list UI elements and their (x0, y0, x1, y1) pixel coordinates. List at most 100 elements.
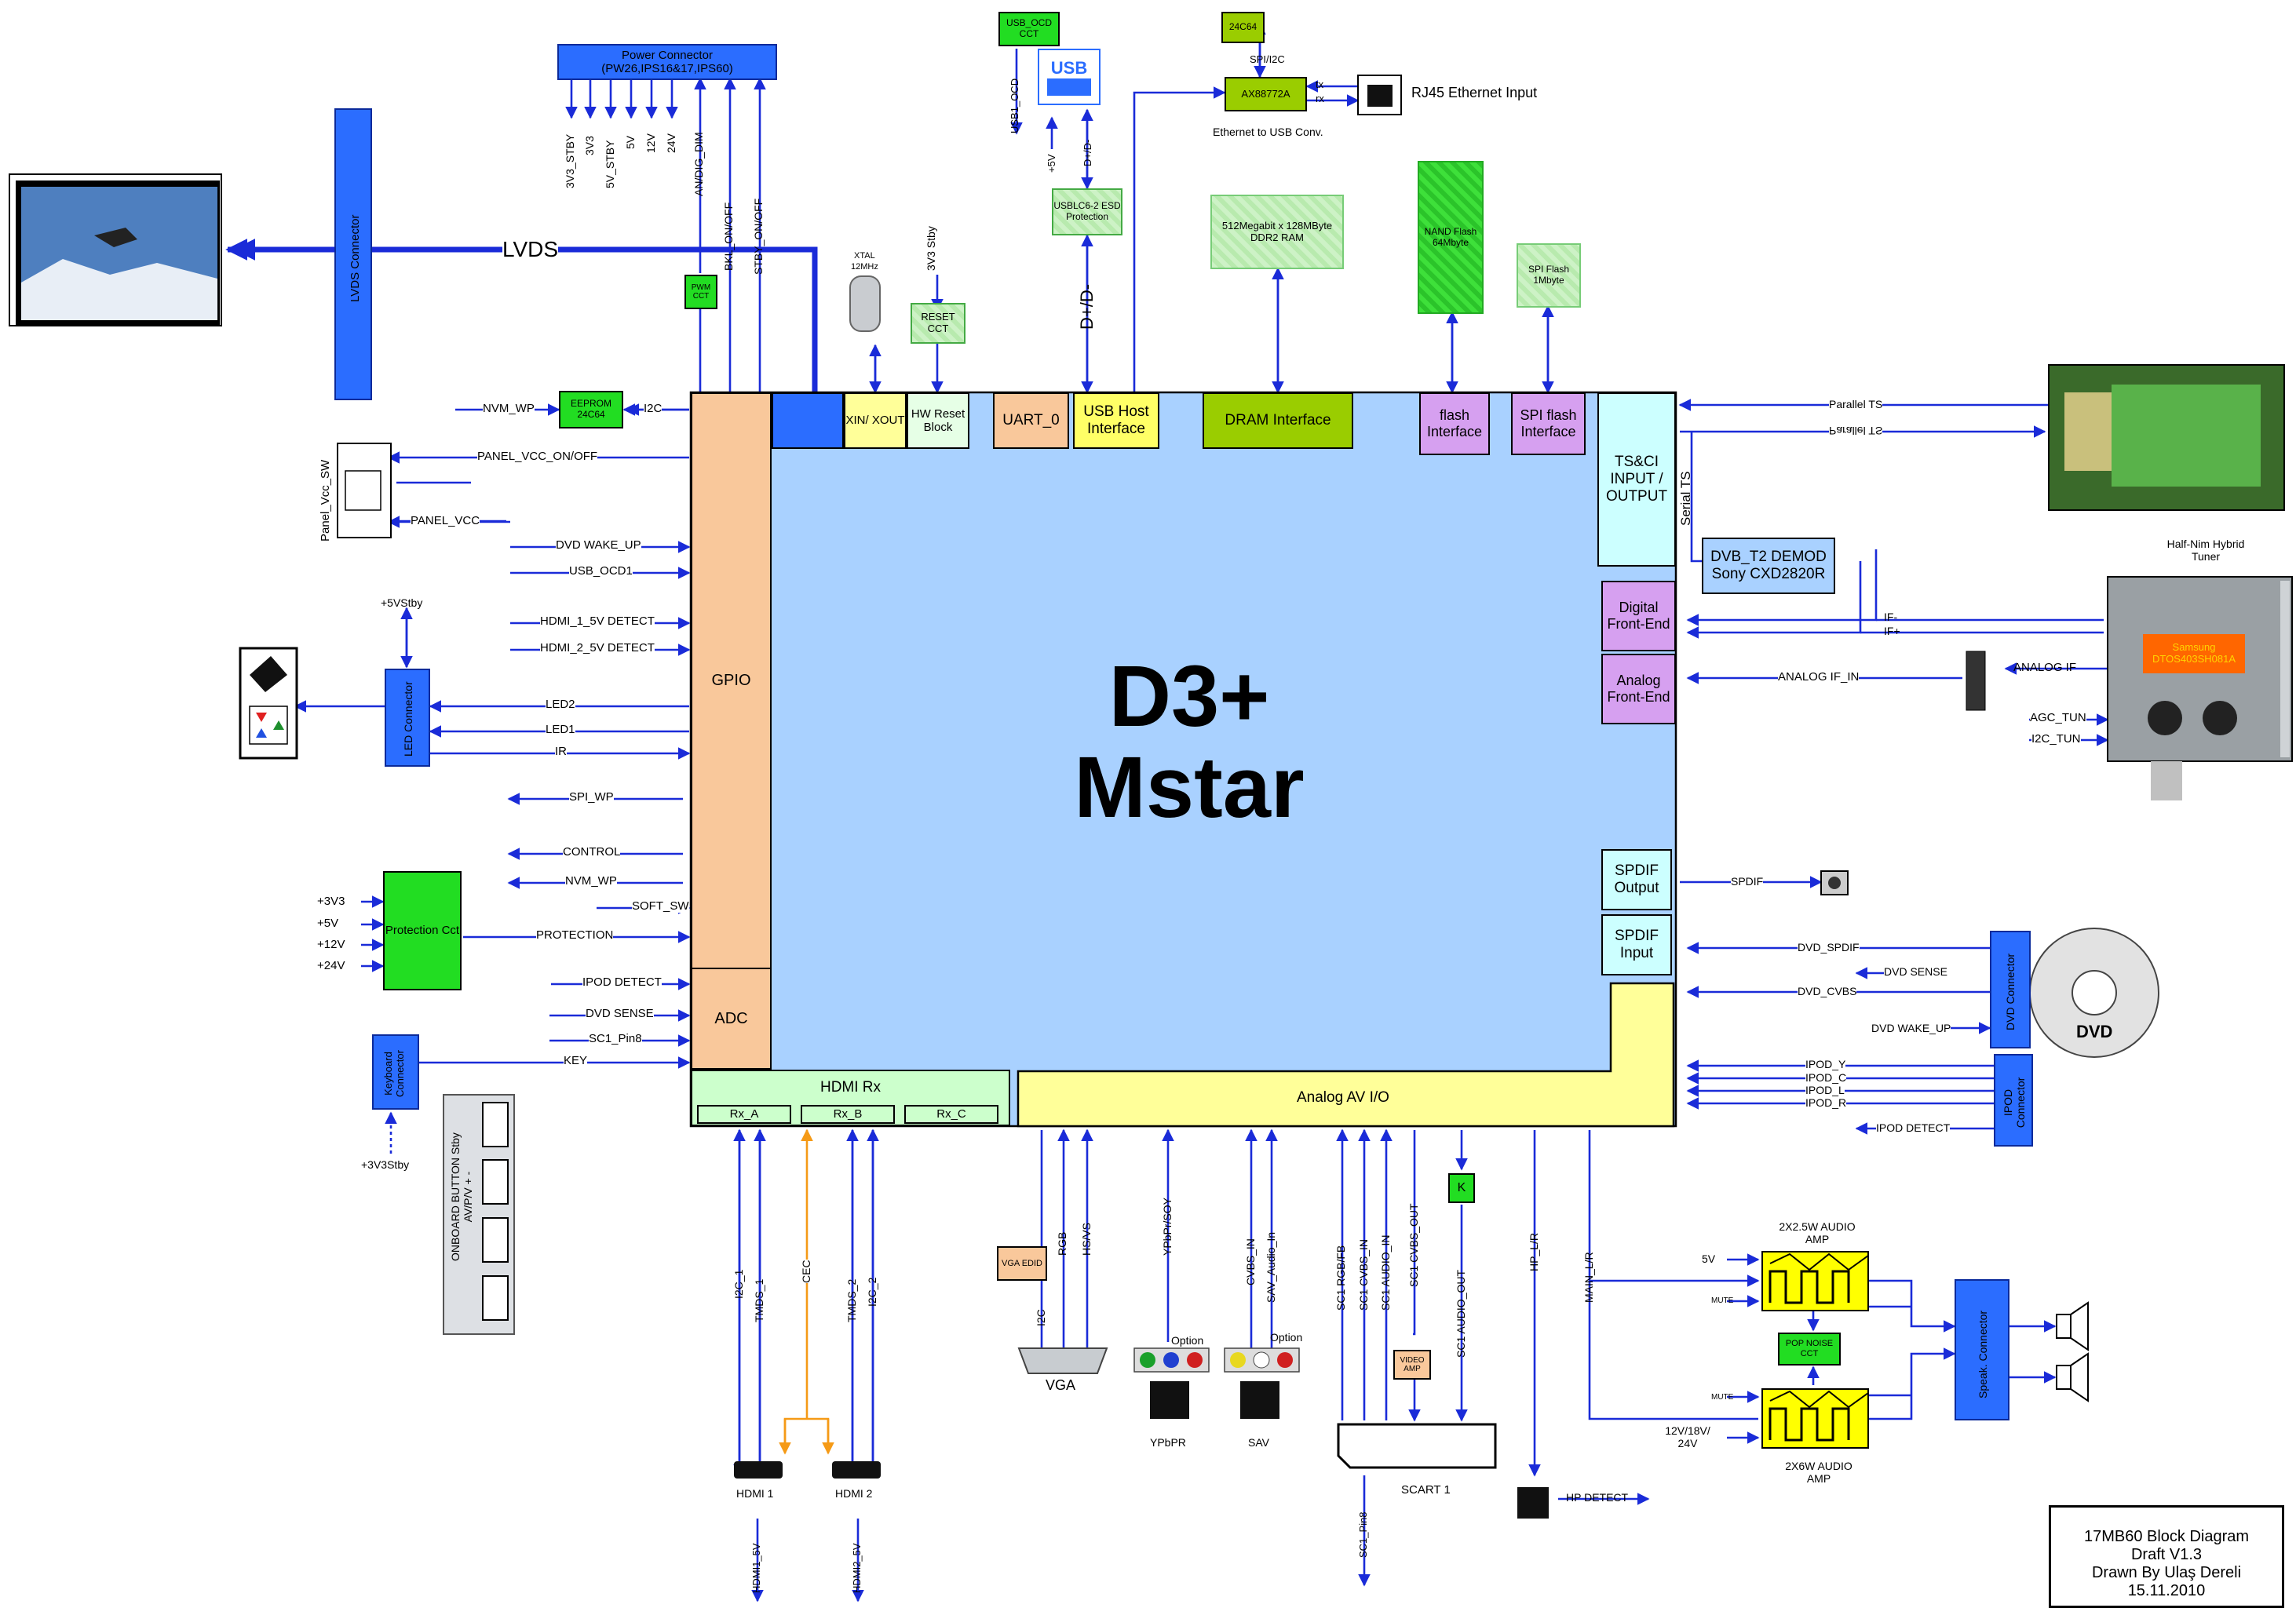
rx-c-block: Rx_C (904, 1105, 998, 1124)
dvd-cvbs-label: DVD_CVBS (1798, 985, 1857, 997)
ypbpr-soy-label: YPbPr/SOY (1161, 1198, 1174, 1256)
eeprom-24c64: EEPROM 24C64 (559, 391, 623, 428)
amp1-title: 2X2.5W AUDIO AMP (1779, 1220, 1856, 1245)
pin-24v: 24V (665, 133, 677, 153)
parallel-ts-out-label: Parallel TS (1829, 425, 1883, 437)
ipod-connector: IPOD Connector (1994, 1054, 2033, 1147)
pin-bkl-onoff: BKL_ON/OFF (722, 202, 735, 271)
tmds-2-label: TMDS_2 (845, 1278, 858, 1322)
ipod-connector-label: IPOD Connector (2002, 1077, 2028, 1129)
title-line1: 17MB60 Block Diagram (2083, 1528, 2250, 1545)
i2c-2-label: I2C_2 (866, 1277, 878, 1307)
protection-input-3v3: +3V3 (317, 895, 345, 908)
chip-name: D3+ Mstar (1036, 651, 1342, 833)
amp2-title: 2X6W AUDIO AMP (1785, 1460, 1852, 1485)
usb-port-icon: USB (1038, 49, 1101, 105)
hsvs-label: HS/VS (1080, 1222, 1093, 1256)
pin-3v3: 3V3 (583, 136, 596, 155)
ypbpr-label: YPbPR (1150, 1436, 1186, 1449)
power-connector: Power Connector (PW26,IPS16&17,IPS60) (557, 44, 777, 80)
i2c-1-label: I2C_1 (732, 1269, 745, 1299)
sav-audio-label: SAV_Audio_In (1265, 1231, 1277, 1303)
demod-line2: Sony CXD2820R (1711, 566, 1826, 582)
gpio-signal-usb-ocd1: USB_OCD1 (569, 564, 633, 578)
protection-input-24v: +24V (317, 959, 345, 972)
hdmi2-label: HDMI 2 (835, 1487, 873, 1500)
gpio-signal-ipod-detect: IPOD DETECT (582, 975, 662, 989)
pin-5v-stby: 5V_STBY (604, 140, 616, 188)
panel-vcc-onoff-label: PANEL_VCC_ON/OFF (477, 450, 598, 463)
protection-input-12v: +12V (317, 938, 345, 951)
flash-interface-block: flash Interface (1419, 392, 1490, 455)
analog-if-in-label: ANALOG IF_IN (1778, 670, 1860, 684)
xtal-freq-label: 12MHz (851, 262, 878, 272)
gpio-signal-dvd-wakeup: DVD WAKE_UP (556, 538, 641, 552)
dvb-t2-demod: DVB_T2 DEMOD Sony CXD2820R (1702, 538, 1835, 594)
led-connector-label: LED Connector (402, 681, 414, 757)
usb-slot-icon (1047, 78, 1091, 96)
sc1-rgbfb-label: SC1 RGB/FB (1334, 1245, 1347, 1311)
gpio-signal-protection: PROTECTION (536, 928, 614, 942)
amp-5v-label: 5V (1702, 1252, 1716, 1265)
digital-frontend-block: Digital Front-End (1601, 581, 1676, 651)
spdif-output-block: SPDIF Output (1601, 849, 1672, 910)
sav-option-label: Option (1270, 1331, 1303, 1344)
cec-label: CEC (800, 1260, 812, 1283)
protection-cct: Protection Cct (383, 871, 462, 990)
amp1-mute-label: MUTE (1711, 1296, 1734, 1305)
title-block: 17MB60 Block Diagram Draft V1.3 Drawn By… (2049, 1505, 2284, 1608)
plus5vstby-label: +5VStby (381, 596, 423, 609)
nvm-wp-label: NVM_WP (483, 402, 535, 415)
usb-logo-label: USB (1050, 58, 1088, 78)
sc1-cvbs-in-label: SC1 CVBS_IN (1357, 1238, 1370, 1311)
ipod-detect-label: IPOD DETECT (1876, 1121, 1951, 1134)
pop-noise-cct: POP NOISE CCT (1778, 1333, 1841, 1366)
plus3v3stby-label: +3V3Stby (361, 1158, 410, 1171)
tmds-1-label: TMDS_1 (753, 1278, 765, 1322)
power-connector-title: Power Connector (622, 48, 713, 62)
gpio-signal-spi-wp: SPI_WP (569, 790, 614, 804)
pin-an-dig-dim: AN/DIG_DIM (692, 132, 705, 196)
usb-data-label: D+/D- (1082, 139, 1093, 166)
reset-cct: RESET CCT (911, 303, 965, 344)
stby-3v3-label: 3V3 Stby (925, 226, 937, 271)
speak-connector: Speak. Connector (1955, 1279, 2009, 1420)
rgb-label: RGB (1056, 1231, 1068, 1256)
hdmi1-5v-label: HDMI1_5V (750, 1543, 762, 1593)
tuner-title: Half-Nim Hybrid Tuner (2166, 538, 2245, 563)
gpio-signal-led1: LED1 (546, 723, 575, 736)
gpio-signal-sc1-pin8: SC1_Pin8 (589, 1032, 642, 1045)
rj45-label: RJ45 Ethernet Input (1411, 85, 1538, 100)
lvds-connector: LVDS Connector (334, 108, 372, 400)
gpio-signal-control: CONTROL (563, 845, 621, 859)
gpio-block: GPIO (691, 392, 772, 969)
tuner-samsung-label: Samsung DTOS403SH081A (2143, 634, 2245, 673)
hw-reset-block: HW Reset Block (907, 392, 969, 449)
k-relay: K (1448, 1173, 1475, 1203)
title-line4: 15.11.2010 (2127, 1582, 2206, 1599)
keyboard-connector-label: Keyboard Connector (382, 1050, 406, 1097)
title-line2: Draft V1.3 (2130, 1546, 2203, 1563)
plus5v-label: +5V (1046, 154, 1057, 173)
tx-label: tx (1316, 78, 1324, 90)
adc-block: ADC (691, 968, 772, 1070)
gpio-signal-hdmi2-detect: HDMI_2_5V DETECT (540, 641, 655, 655)
sc1-cvbs-out-label: SC1 CVBS_OUT (1407, 1203, 1420, 1287)
hp-lr-label: HP_L/R (1528, 1232, 1540, 1271)
usb-data-label-2: D+/D- (1077, 283, 1097, 330)
gpio-signal-led2: LED2 (546, 698, 575, 711)
amp-12v-label: 12V/18V/ 24V (1665, 1424, 1710, 1449)
speak-connector-label: Speak. Connector (1977, 1310, 1989, 1398)
sc1-audio-in-label: SC1 AUDIO_IN (1379, 1234, 1392, 1311)
demod-line1: DVB_T2 DEMOD (1710, 549, 1827, 566)
nand-flash: NAND Flash 64Mbyte (1418, 161, 1484, 314)
panel-vcc-sw-label: Panel_Vcc_SW (319, 459, 332, 541)
ethernet-usb-label: Ethernet to USB Conv. (1213, 126, 1323, 138)
rx-b-block: Rx_B (801, 1105, 895, 1124)
spdif-input-block: SPDIF Input (1601, 914, 1672, 975)
parallel-ts-in-label: Parallel TS (1829, 398, 1883, 410)
xtal-label: XTAL (854, 251, 875, 261)
onboard-button-label: ONBOARD BUTTON Stby AV/P/V + - (449, 1132, 474, 1261)
